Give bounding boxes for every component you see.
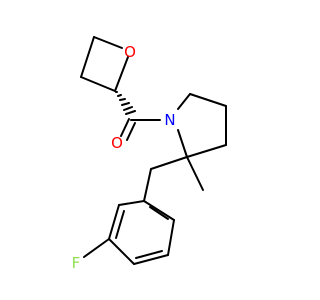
atom-oxygen-ring: O	[124, 43, 136, 61]
benzene-bond-1	[143, 200, 175, 221]
hash-2	[117, 94, 122, 97]
atom-nitrogen: N	[164, 111, 175, 129]
molecule-diagram: O O N F	[72, 36, 227, 272]
benzene-bond-3	[133, 254, 169, 265]
benzene-inner-1	[149, 206, 169, 220]
pyrrolidine-ring	[177, 93, 227, 158]
bond-c5-c6	[189, 93, 227, 107]
hash-4	[121, 102, 130, 106]
benzene-ring	[108, 200, 175, 265]
bond-ch2-aryl	[143, 168, 152, 202]
atom-oxygen-carbonyl: O	[111, 134, 123, 152]
tetrahydrofuran-ring	[80, 36, 129, 92]
benzene-bond-2	[167, 219, 175, 256]
carbonyl-group	[120, 118, 161, 141]
bond-n-c5	[177, 93, 191, 110]
bond-c1-c2	[80, 36, 95, 78]
bond-methyl	[186, 156, 204, 191]
bond-c2-c3	[80, 76, 116, 92]
molecule-structure-canvas: O O N F	[71, 36, 227, 272]
bond-c7-c8	[186, 144, 227, 158]
hash-5	[123, 106, 133, 111]
bond-benzyl-ch2	[150, 156, 188, 170]
atom-fluorine: F	[72, 254, 81, 272]
bond-c3-o	[114, 56, 129, 92]
bond-o-c4	[93, 36, 123, 49]
benzene-inner-2	[135, 250, 163, 259]
benzene-bond-5	[108, 204, 120, 240]
bond-c-f	[83, 238, 110, 258]
benzene-bond-6	[118, 200, 145, 206]
benzene-bond-4	[108, 238, 135, 265]
stereo-hash-bond	[115, 91, 136, 115]
benzene-inner-3	[115, 210, 125, 239]
hash-6	[125, 110, 136, 115]
hash-3	[119, 98, 126, 101]
bond-c8-n	[177, 129, 188, 158]
bond-carbonyl-double-b	[126, 122, 136, 141]
bond-carbonyl-double-a	[120, 118, 130, 137]
